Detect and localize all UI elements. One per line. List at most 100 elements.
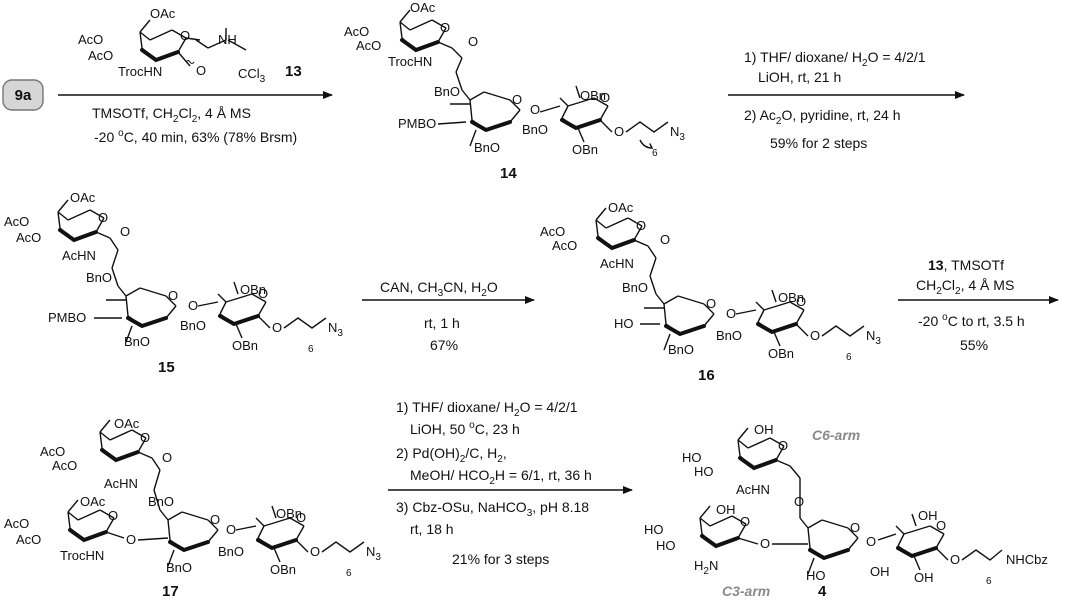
oac-label: OAc	[80, 494, 106, 509]
amine-label: H2N	[694, 558, 718, 577]
svg-text:CH2Cl2, 4 Å MS: CH2Cl2, 4 Å MS	[916, 277, 1014, 297]
obn-label: OBn	[276, 506, 302, 521]
conditions-step-5: 1) THF/ dioxane/ H2O = 4/2/1 LiOH, 50 oC…	[396, 399, 592, 567]
pmbo-label: PMBO	[398, 116, 436, 131]
trochn-label: TrocHN	[118, 64, 162, 79]
svg-text:LiOH, rt, 21 h: LiOH, rt, 21 h	[758, 69, 841, 85]
compound-17-structure: OAc AcO AcO AcHN O O OAc AcO AcO TrocHN …	[4, 416, 381, 579]
obn-label: OBn	[240, 282, 266, 297]
glycosidic-oxygen-label: O	[188, 298, 198, 313]
conditions-step-4: 13, TMSOTf CH2Cl2, 4 Å MS -20 oC to rt, …	[916, 257, 1025, 353]
aco-label: AcO	[356, 38, 381, 53]
aco-label: AcO	[78, 32, 103, 47]
nhcbz-label: NHCbz	[1006, 552, 1048, 567]
glycosidic-oxygen-label: O	[760, 536, 770, 551]
svg-text:-20 oC, 40 min, 63% (78% Brsm): -20 oC, 40 min, 63% (78% Brsm)	[94, 128, 297, 145]
aco-label: AcO	[344, 24, 369, 39]
start-compound-box: 9a	[2, 79, 44, 111]
achn-label: AcHN	[736, 482, 770, 497]
bno-label: BnO	[474, 140, 500, 155]
chain-length-label: 6	[652, 148, 658, 159]
start-compound-label: 9a	[15, 87, 32, 104]
oh-label: OH	[754, 422, 774, 437]
ring-oxygen-label: O	[180, 28, 190, 43]
aco-label: AcO	[540, 224, 565, 239]
svg-text:TMSOTf, CH2Cl2, 4 Å MS: TMSOTf, CH2Cl2, 4 Å MS	[92, 105, 251, 125]
ho-label: HO	[682, 450, 702, 465]
svg-text:13, TMSOTf: 13, TMSOTf	[928, 257, 1004, 273]
svg-text:CAN, CH3CN, H2O: CAN, CH3CN, H2O	[380, 279, 498, 299]
ring-oxygen-label: O	[796, 294, 806, 309]
svg-text:55%: 55%	[960, 337, 988, 353]
oac-label: OAc	[114, 416, 140, 431]
oh-label: OH	[918, 508, 938, 523]
chain-length-label: 6	[846, 352, 852, 363]
azide-label: N3	[670, 124, 685, 143]
svg-text:1) THF/ dioxane/ H2O = 4/2/1: 1) THF/ dioxane/ H2O = 4/2/1	[396, 399, 578, 419]
svg-text:3) Cbz-OSu, NaHCO3, pH 8.18: 3) Cbz-OSu, NaHCO3, pH 8.18	[396, 499, 589, 519]
obn-label: OBn	[768, 346, 794, 361]
azide-label: N3	[866, 328, 881, 347]
ring-oxygen-label: O	[778, 438, 788, 453]
bno-label: BnO	[218, 544, 244, 559]
glycosidic-oxygen-label: O	[126, 532, 136, 547]
ho-label: HO	[644, 522, 664, 537]
glycosidic-oxygen-label: O	[660, 232, 670, 247]
ring-oxygen-label: O	[850, 520, 860, 535]
ring-oxygen-label: O	[440, 20, 450, 35]
obn-label: OBn	[572, 142, 598, 157]
achn-label: AcHN	[62, 248, 96, 263]
azide-label: N3	[328, 320, 343, 339]
svg-text:LiOH, 50 oC, 23 h: LiOH, 50 oC, 23 h	[410, 420, 520, 437]
obn-label: OBn	[778, 290, 804, 305]
obn-label: OBn	[580, 88, 606, 103]
imine-label: NH	[218, 32, 237, 47]
bno-label: BnO	[86, 270, 112, 285]
ho-label: HO	[694, 464, 714, 479]
ring-oxygen-label: O	[600, 90, 610, 105]
svg-text:2) Pd(OH)2/C, H2,: 2) Pd(OH)2/C, H2,	[396, 445, 507, 465]
oac-label: OAc	[150, 6, 176, 21]
aco-label: AcO	[552, 238, 577, 253]
svg-text:59% for 2 steps: 59% for 2 steps	[770, 135, 867, 151]
compound-15-label: 15	[158, 359, 175, 376]
ring-oxygen-label: O	[706, 296, 716, 311]
glycosidic-oxygen-label: O	[162, 450, 172, 465]
anomeric-oxygen-label: O	[196, 63, 206, 78]
compound-17-label: 17	[162, 583, 179, 600]
svg-text:-20 oC to rt, 3.5 h: -20 oC to rt, 3.5 h	[918, 312, 1025, 329]
oac-label: OAc	[608, 200, 634, 215]
ho-label: HO	[806, 568, 826, 583]
bno-label: BnO	[124, 334, 150, 349]
glycosidic-oxygen-label: O	[530, 102, 540, 117]
ring-oxygen-label: O	[108, 508, 118, 523]
bno-label: BnO	[180, 318, 206, 333]
ho-label: HO	[614, 316, 634, 331]
oh-label: OH	[870, 564, 890, 579]
azide-label: N3	[366, 544, 381, 563]
ring-oxygen-label: O	[512, 92, 522, 107]
ring-oxygen-label: O	[140, 430, 150, 445]
svg-text:rt, 1 h: rt, 1 h	[424, 315, 460, 331]
trochn-label: TrocHN	[60, 548, 104, 563]
aco-label: AcO	[4, 516, 29, 531]
obn-label: OBn	[232, 338, 258, 353]
ring-oxygen-label: O	[258, 286, 268, 301]
svg-text:2) Ac2O, pyridine, rt, 24 h: 2) Ac2O, pyridine, rt, 24 h	[744, 107, 901, 127]
conditions-step-1: TMSOTf, CH2Cl2, 4 Å MS -20 oC, 40 min, 6…	[92, 105, 297, 145]
svg-text:rt, 18 h: rt, 18 h	[410, 521, 454, 537]
compound-16-structure: OAc AcO AcO AcHN O O BnO HO BnO O O OBn …	[540, 200, 881, 363]
aco-label: AcO	[16, 230, 41, 245]
ring-oxygen-label: O	[98, 210, 108, 225]
glycosidic-oxygen-label: O	[726, 306, 736, 321]
conditions-step-2: 1) THF/ dioxane/ H2O = 4/2/1 LiOH, rt, 2…	[744, 49, 926, 151]
aco-label: AcO	[52, 458, 77, 473]
glycosidic-oxygen-label: O	[468, 34, 478, 49]
pmbo-label: PMBO	[48, 310, 86, 325]
ring-oxygen-label: O	[740, 514, 750, 529]
ring-oxygen-label: O	[168, 288, 178, 303]
oac-label: OAc	[410, 0, 436, 15]
svg-text:21% for 3 steps: 21% for 3 steps	[452, 551, 549, 567]
ccl3-label: CCl3	[238, 66, 266, 85]
ho-label: HO	[656, 538, 676, 553]
